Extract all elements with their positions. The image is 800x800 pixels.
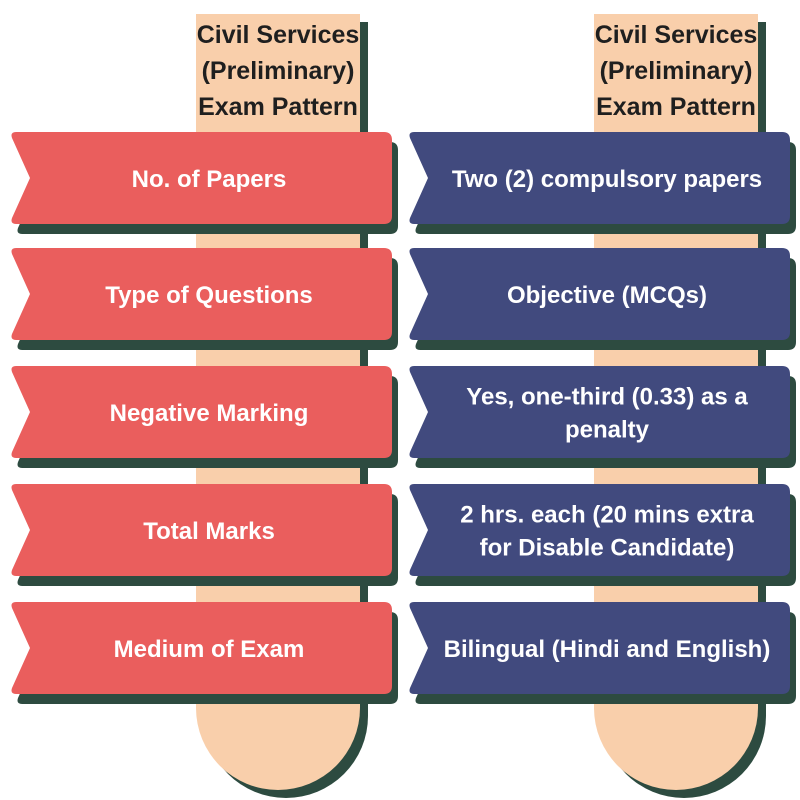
left-ribbon <box>11 248 392 340</box>
left-ribbon <box>11 602 392 694</box>
row-value: Yes, one-third (0.33) as a <box>466 384 748 411</box>
row-value: for Disable Candidate) <box>480 535 735 562</box>
right-ribbon <box>409 132 790 224</box>
right-header-line: Civil Services <box>595 21 758 49</box>
right-ribbon <box>409 484 790 576</box>
header-labels: Civil Services (Preliminary) Exam Pattern C… <box>197 21 758 121</box>
left-header-line: (Preliminary) <box>202 57 355 85</box>
row-label: Negative Marking <box>110 400 309 427</box>
right-header-line: (Preliminary) <box>600 57 753 85</box>
left-header-line: Civil Services <box>197 21 360 49</box>
row-value: Bilingual (Hindi and English) <box>444 636 771 663</box>
left-header-line: Exam Pattern <box>198 93 358 121</box>
row-label: Type of Questions <box>105 282 313 309</box>
row-value: Two (2) compulsory papers <box>452 166 762 193</box>
row-value: penalty <box>565 417 650 444</box>
row-value: 2 hrs. each (20 mins extra <box>460 502 754 529</box>
right-ribbon <box>409 248 790 340</box>
right-header-line: Exam Pattern <box>596 93 756 121</box>
row-value: Objective (MCQs) <box>507 282 707 309</box>
right-ribbon <box>409 366 790 458</box>
right-ribbon <box>409 602 790 694</box>
ribbon-rows: No. of Papers Two (2) compulsory papersTy… <box>11 132 796 704</box>
row-label: No. of Papers <box>132 166 287 193</box>
row-label: Total Marks <box>143 518 275 545</box>
left-ribbon <box>11 484 392 576</box>
left-ribbon <box>11 132 392 224</box>
row-label: Medium of Exam <box>114 636 305 663</box>
left-ribbon <box>11 366 392 458</box>
